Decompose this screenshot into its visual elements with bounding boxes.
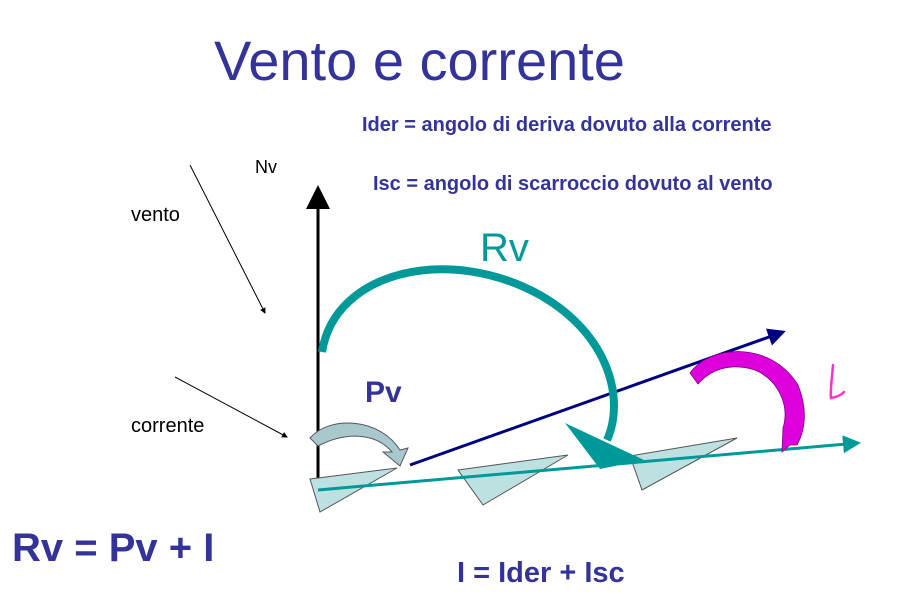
boat-2 xyxy=(457,454,569,506)
pv-curved-arrow xyxy=(309,422,409,467)
equation-rv: Rv = Pv + I xyxy=(12,526,215,570)
boat-3 xyxy=(629,437,738,491)
boat-1 xyxy=(309,467,398,513)
slide-title: Vento e corrente xyxy=(214,29,625,92)
label-nv: Nv xyxy=(255,157,277,177)
wind-arrow xyxy=(189,164,266,314)
rv-arc-arrow xyxy=(318,265,618,442)
definition-lder: Ider = angolo di deriva dovuto alla corr… xyxy=(362,114,772,136)
label-pv: Pv xyxy=(365,376,402,409)
course-line-rv xyxy=(317,435,861,492)
label-corrente: corrente xyxy=(131,415,205,437)
i-handwritten-label xyxy=(829,363,846,400)
current-arrow xyxy=(174,376,288,438)
boats xyxy=(309,437,738,513)
rv-arrowhead xyxy=(565,423,644,469)
label-vento: vento xyxy=(131,204,180,226)
i-curved-arrow xyxy=(689,351,805,453)
definition-lsc: Isc = angolo di scarroccio dovuto al ven… xyxy=(373,173,773,195)
label-rv: Rv xyxy=(480,226,529,270)
equation-i: I = Ider + Isc xyxy=(457,557,625,589)
